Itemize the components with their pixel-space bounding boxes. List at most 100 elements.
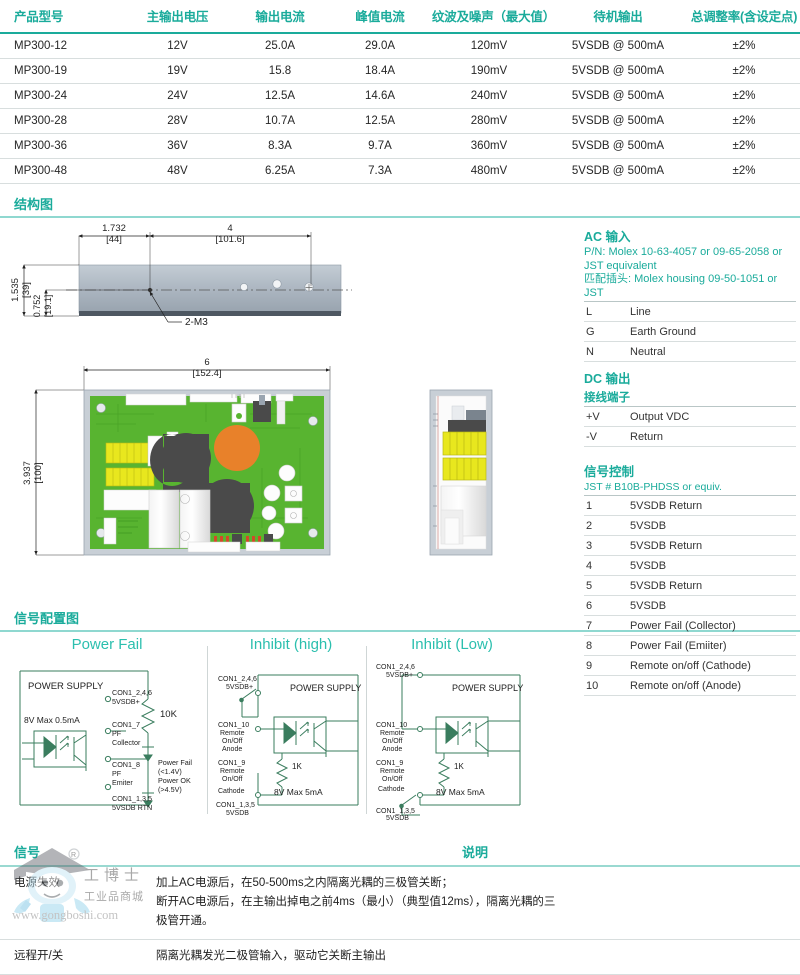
il-n4-a: CON1_1,3,5 — [376, 808, 415, 815]
signal-control-pin-key: 10 — [584, 675, 630, 696]
pf-state-a: Power Fail — [158, 758, 192, 767]
ih-n1-b: 5VSDB+ — [226, 684, 253, 691]
dim-a-inch: 1.732 — [102, 223, 126, 234]
signal-control-pin-value: 5VSDB Return — [630, 495, 796, 516]
ih-n2-b: Remote — [220, 730, 245, 737]
ih-n3-c: On/Off — [222, 776, 243, 783]
mechanical-svg: 1.732 [44] 4 [101.6] 1.535 [39] 0.752 [1… — [10, 223, 493, 556]
signal-description-line: 加上AC电源后，在50-500ms之内隔离光耦的三极管关断； — [156, 877, 454, 889]
dc-output-pin-value: Return — [630, 426, 796, 447]
pf-n2-a: CON1_7 — [112, 720, 140, 729]
ih-n3-d: Cathode — [218, 788, 245, 795]
ac-input-pin-value: Earth Ground — [630, 321, 796, 342]
spec-cell: 25.0A — [230, 33, 330, 59]
dim-h-inch: 1.535 — [10, 278, 21, 302]
pf-n3-b: PF — [112, 769, 122, 778]
circuit-inhibit-low: Inhibit (Low) — [376, 636, 528, 825]
table-row: 电源失效加上AC电源后，在50-500ms之内隔离光耦的三极管关断；断开AC电源… — [0, 866, 800, 940]
spec-cell: 28V — [125, 108, 230, 134]
signal-control-pin-value: Remote on/off (Cathode) — [630, 655, 796, 676]
spec-cell: 14.6A — [330, 83, 430, 109]
il-supply-label: POWER SUPPLY — [452, 683, 523, 693]
spec-cell: 6.25A — [230, 158, 330, 184]
spec-col-peak-current: 峰值电流 — [330, 0, 430, 34]
pf-n1-b: 5VSDB+ — [112, 697, 140, 706]
il-n2-b: Remote — [380, 730, 405, 737]
spec-cell: 8.3A — [230, 133, 330, 159]
spec-cell: 12V — [125, 33, 230, 59]
spec-cell-model: MP300-28 — [0, 108, 125, 134]
spec-cell: 240mV — [430, 83, 548, 109]
il-resistor: 1K — [454, 762, 464, 771]
signal-control-pin-value: Power Fail (Collector) — [630, 615, 796, 636]
signal-col-signal: 信号 — [0, 839, 150, 867]
pf-supply-label: POWER SUPPLY — [28, 681, 104, 692]
spec-cell: 5VSDB @ 500mA — [548, 33, 688, 59]
signal-col-desc: 说明 — [150, 839, 800, 867]
signal-control-pin-key: 4 — [584, 555, 630, 576]
pf-n4-b: 5VSDB RTN — [112, 803, 152, 812]
circuit-inhibit-low-title: Inhibit (Low) — [411, 636, 493, 653]
il-n2-a: CON1_10 — [376, 722, 407, 729]
signal-description: 隔离光耦发光二极管输入，驱动它关断主输出 — [150, 939, 800, 975]
spec-cell: ±2% — [688, 108, 800, 134]
plan-view: 6 [152.4] 3.937 [100] — [22, 357, 331, 556]
spec-cell: 5VSDB @ 500mA — [548, 133, 688, 159]
dc-output-pin-value: Output VDC — [630, 406, 796, 427]
il-n3-a: CON1_9 — [376, 760, 403, 767]
spec-cell: 15.8 — [230, 58, 330, 84]
circuit-power-fail: Power Fail — [8, 636, 206, 825]
dim-a-mm: [44] — [106, 234, 122, 245]
il-n2-d: Anode — [382, 746, 402, 753]
signal-description-line: 极管开通。 — [156, 915, 214, 927]
pf-n3-c: Emiter — [112, 778, 133, 787]
spec-cell: 12.5A — [330, 108, 430, 134]
il-n2-c: On/Off — [382, 738, 403, 745]
il-n1-a: CON1_2,4,6 — [376, 664, 415, 671]
spec-cell: 5VSDB @ 500mA — [548, 158, 688, 184]
pf-n4-a: CON1_1,3,5 — [112, 794, 152, 803]
ih-n3-a: CON1_9 — [218, 760, 245, 767]
pf-opto-rating: 8V Max 0.5mA — [24, 715, 80, 725]
dim-d-inch: 3.937 — [22, 461, 33, 485]
dim-h-mm: [39] — [21, 282, 32, 298]
dc-output-pin-key: -V — [584, 426, 630, 447]
il-n3-c: On/Off — [382, 776, 403, 783]
ih-n2-c: On/Off — [222, 738, 243, 745]
spec-cell: 19V — [125, 58, 230, 84]
spec-cell: 24V — [125, 83, 230, 109]
dim-b-mm: [101.6] — [215, 234, 244, 245]
signal-control-pin-key: 7 — [584, 615, 630, 636]
spec-cell-model: MP300-24 — [0, 83, 125, 109]
spec-cell: ±2% — [688, 133, 800, 159]
pf-resistor: 10K — [160, 709, 178, 720]
ac-input-pin-key: L — [584, 301, 630, 322]
spec-col-current: 输出电流 — [230, 0, 330, 34]
pf-n1-a: CON1_2,4,6 — [112, 688, 152, 697]
specifications-table: 产品型号 主输出电压 输出电流 峰值电流 纹波及噪声（最大值） 待机输出 总调整… — [0, 0, 800, 184]
signal-description-line: 隔离光耦发光二极管输入，驱动它关断主输出 — [156, 950, 386, 962]
signal-control-pin-value: 5VSDB Return — [630, 535, 796, 556]
spec-cell: 480mV — [430, 158, 548, 184]
signal-control-pin-value: Remote on/off (Anode) — [630, 675, 796, 696]
signal-control-pin-key: 6 — [584, 595, 630, 616]
ih-n1-a: CON1_2,4,6 — [218, 676, 257, 683]
spec-cell: 190mV — [430, 58, 548, 84]
ih-n2-d: Anode — [222, 746, 242, 753]
signal-description-line: 断开AC电源后，在主输出掉电之前4ms（最小）（典型值12ms），隔离光耦的三 — [156, 896, 556, 908]
dc-output-subtitle: 接线端子 — [584, 392, 630, 404]
